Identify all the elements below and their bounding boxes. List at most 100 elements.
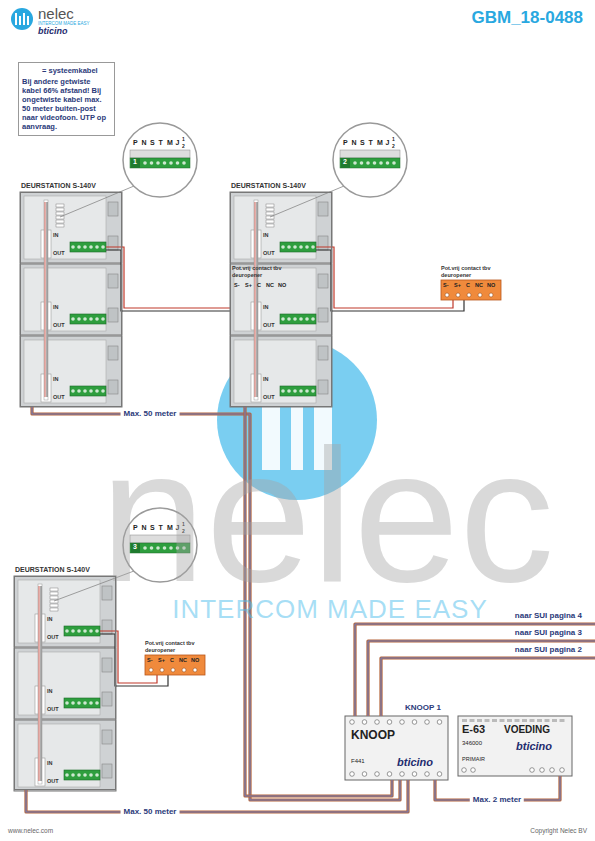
- terminal-screw: [311, 317, 315, 321]
- label: KNOOP 1: [405, 703, 441, 712]
- terminal-screw: [560, 768, 565, 773]
- power-supply-box: E-63VOEDING346000PRIMAIRbticino: [458, 716, 572, 776]
- terminal-screw: [400, 772, 405, 777]
- module-clip: [318, 274, 328, 288]
- label: S+: [454, 282, 461, 288]
- flat-cable-wire: [255, 202, 256, 397]
- terminal-screw: [353, 161, 357, 165]
- door-module: [14, 648, 116, 719]
- node-text: DEURSTATION S-140V: [231, 182, 306, 189]
- module-clip: [108, 346, 118, 360]
- vent-slot: [515, 719, 520, 722]
- label: OUT: [263, 250, 275, 256]
- cable-core: [381, 658, 595, 716]
- label: S-: [443, 282, 449, 288]
- terminal-screw: [169, 161, 173, 165]
- terminal-screw: [281, 245, 285, 249]
- dip-switch: [56, 208, 64, 211]
- module-clip: [318, 308, 328, 322]
- terminal-block: [70, 386, 106, 396]
- terminal-screw: [83, 245, 87, 249]
- terminal-screw: [305, 245, 309, 249]
- label: OUT: [263, 322, 275, 328]
- terminal-block: [130, 158, 190, 168]
- dip-switch: [50, 604, 58, 607]
- logo-icon: [11, 8, 33, 30]
- terminal-block: [64, 770, 100, 780]
- label: OUT: [47, 706, 59, 712]
- label: J: [176, 139, 180, 147]
- module-clip: [318, 236, 328, 250]
- terminal-block: [70, 314, 106, 324]
- dip-switch: [266, 220, 274, 223]
- label: OUT: [53, 322, 65, 328]
- label: OUT: [53, 250, 65, 256]
- module-panel: [234, 340, 316, 403]
- terminal-screw: [71, 389, 75, 393]
- page-title: GBM_18-0488: [471, 8, 583, 28]
- module-clip: [318, 202, 328, 216]
- terminal-screw: [311, 245, 315, 249]
- vent-slot: [530, 719, 535, 722]
- terminal-screw: [160, 668, 164, 672]
- riser-cable: [381, 658, 595, 716]
- module-clip: [318, 380, 328, 394]
- terminal-screw: [77, 317, 81, 321]
- label: Copyright Nelec BV: [530, 827, 587, 834]
- module-clip: [108, 236, 118, 250]
- terminal-screw: [281, 317, 285, 321]
- address-tag: [341, 158, 350, 168]
- terminal-screw: [530, 768, 535, 773]
- node-text: = systeemkabel: [22, 66, 111, 75]
- label: OUT: [263, 394, 275, 400]
- module-clip: [108, 274, 118, 288]
- node-text: F441: [351, 758, 365, 764]
- terminal-header: [130, 150, 190, 158]
- terminal-screw: [350, 720, 355, 725]
- terminal-screw: [65, 629, 69, 633]
- label: 1: [182, 137, 185, 143]
- terminal-screw: [311, 389, 315, 393]
- label: IN: [53, 376, 59, 382]
- label: T: [369, 139, 373, 147]
- label: IN: [53, 232, 59, 238]
- terminal-screw: [462, 768, 467, 773]
- riser-cable: [368, 641, 595, 716]
- terminal-screw: [83, 317, 87, 321]
- vent-slot: [485, 719, 490, 722]
- node-text: VOEDING: [504, 724, 550, 735]
- vent-slot: [507, 719, 512, 722]
- terminal-screw: [95, 389, 99, 393]
- label: S+: [245, 282, 252, 288]
- terminal-screw: [83, 389, 87, 393]
- vent-slot: [522, 719, 527, 722]
- terminal-screw: [182, 668, 186, 672]
- label: Pot.vrij contact tbv deuropener: [232, 265, 296, 278]
- terminal-screw: [293, 245, 297, 249]
- dip-switch: [50, 592, 58, 595]
- terminal-screw: [360, 161, 364, 165]
- label: naar SUI pagina 2: [515, 645, 582, 654]
- label: C: [466, 282, 470, 288]
- dip-switch: [50, 588, 58, 591]
- terminal-screw: [305, 389, 309, 393]
- label: P: [133, 139, 138, 147]
- door-module: [20, 264, 122, 335]
- label: INTERCOM MADE EASY: [38, 21, 90, 26]
- terminal-screw: [71, 629, 75, 633]
- terminal-block: [70, 242, 106, 252]
- terminal-screw: [305, 317, 309, 321]
- dip-switch: [56, 224, 64, 227]
- edge-label: Max. 2 meter: [470, 795, 524, 804]
- terminal-screw: [149, 668, 153, 672]
- door-module: [20, 336, 122, 407]
- door-module: [230, 336, 332, 407]
- door-wire: [316, 247, 453, 308]
- label: NC: [475, 282, 483, 288]
- terminal-screw: [95, 701, 99, 705]
- terminal-screw: [156, 161, 160, 165]
- dip-switch: [266, 216, 274, 219]
- system-cable: [26, 780, 408, 812]
- terminal-screw: [83, 701, 87, 705]
